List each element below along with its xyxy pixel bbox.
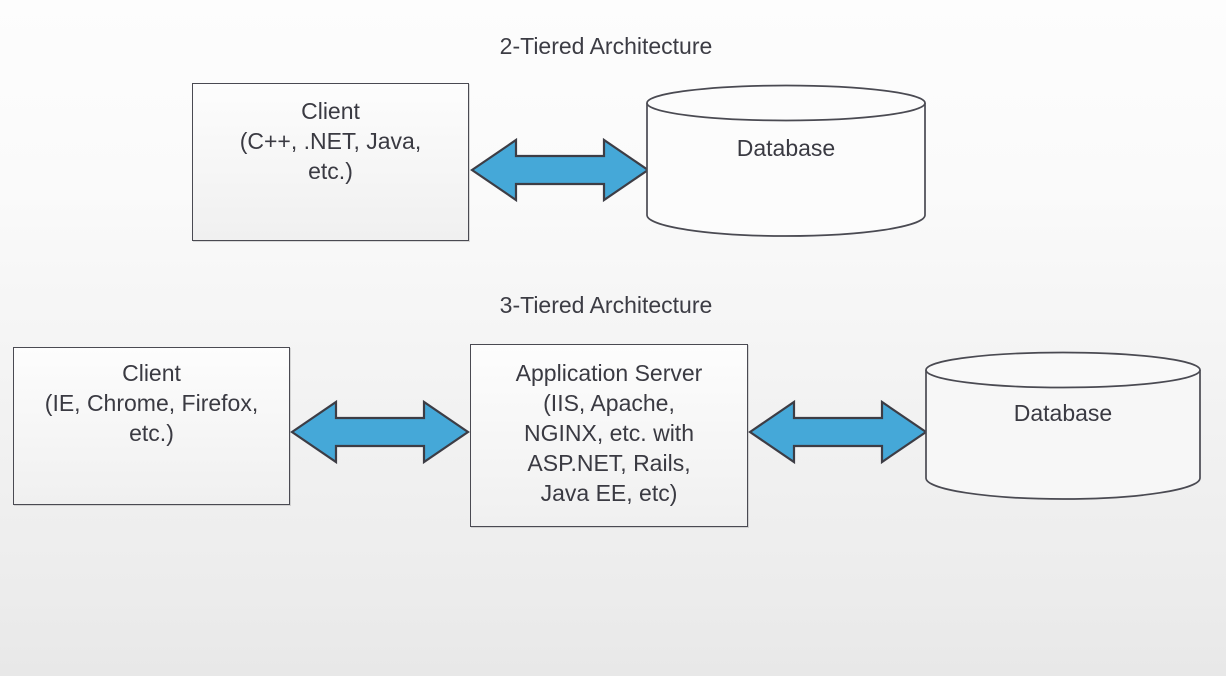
connector-appserver-database-3-tier xyxy=(748,396,928,468)
database-cylinder-icon xyxy=(646,84,926,237)
node-application-server-label: Application Server (IIS, Apache, NGINX, … xyxy=(515,360,703,506)
node-database-2-tier-label: Database xyxy=(736,135,836,161)
double-arrow-icon xyxy=(748,399,928,465)
connector-client-database-2-tier xyxy=(470,134,650,206)
database-cylinder-icon xyxy=(925,351,1201,500)
section-title-2-tier: 2-Tiered Architecture xyxy=(499,33,713,59)
node-client-3-tier[interactable]: Client (IE, Chrome, Firefox, etc.) xyxy=(13,347,290,505)
node-client-2-tier-label: Client (C++, .NET, Java, etc.) xyxy=(239,98,422,184)
node-application-server[interactable]: Application Server (IIS, Apache, NGINX, … xyxy=(470,344,748,527)
connector-client-appserver-3-tier xyxy=(290,396,470,468)
node-database-3-tier[interactable]: Database xyxy=(925,351,1201,504)
node-database-3-tier-label: Database xyxy=(1013,400,1113,426)
node-client-2-tier[interactable]: Client (C++, .NET, Java, etc.) xyxy=(192,83,469,241)
section-title-3-tier: 3-Tiered Architecture xyxy=(499,292,713,318)
double-arrow-icon xyxy=(290,399,470,465)
double-arrow-icon xyxy=(470,137,650,203)
node-client-3-tier-label: Client (IE, Chrome, Firefox, etc.) xyxy=(44,360,259,446)
node-database-2-tier[interactable]: Database xyxy=(646,84,926,241)
